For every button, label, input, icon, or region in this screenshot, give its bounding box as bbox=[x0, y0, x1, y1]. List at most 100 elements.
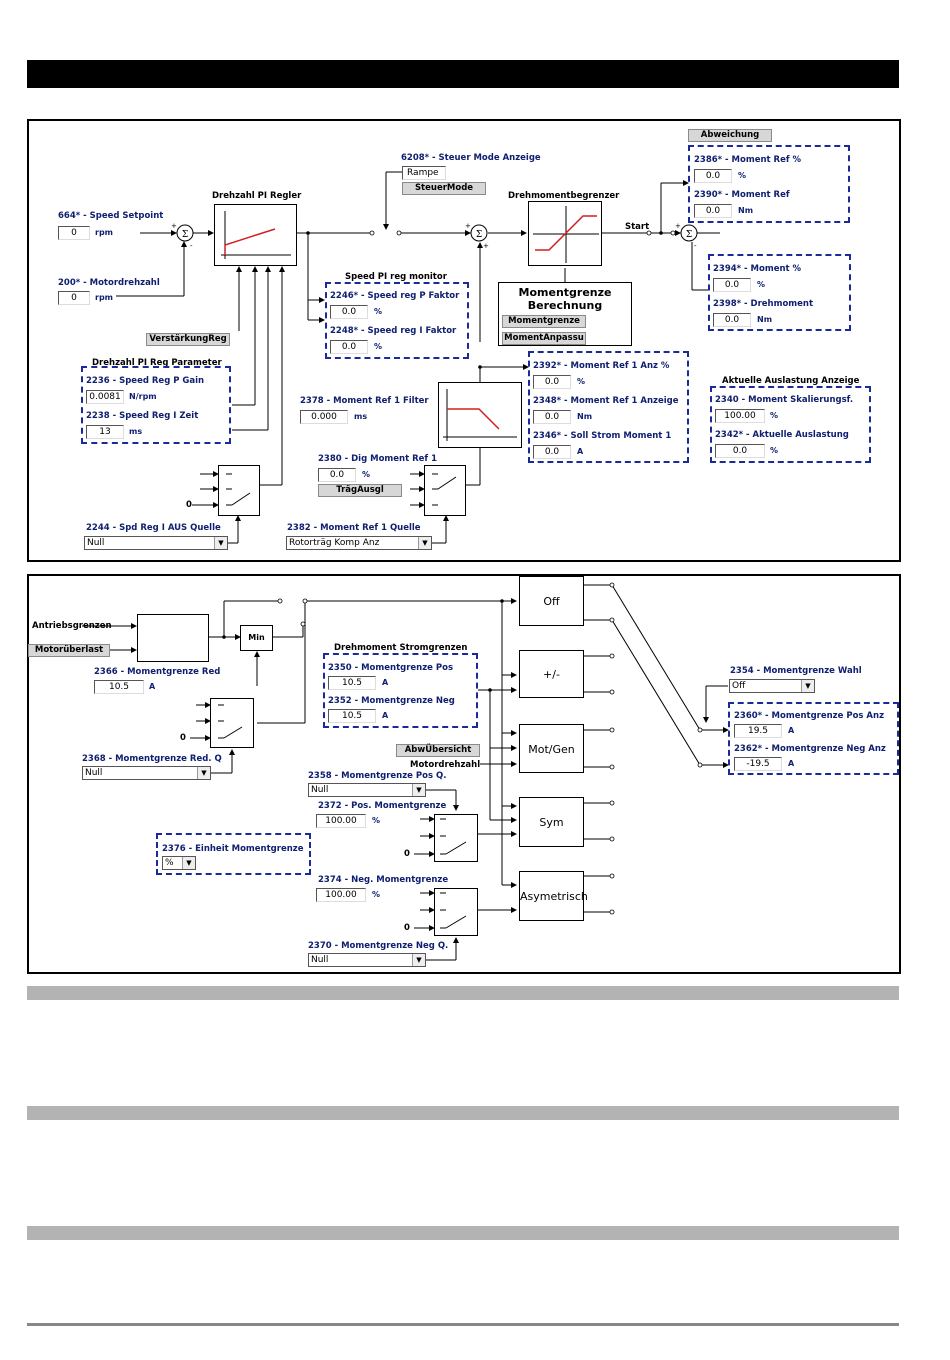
spd-reg-switch bbox=[218, 465, 260, 516]
pi-params-title: Drehzahl PI Reg Parameter bbox=[92, 358, 222, 368]
red-unit: A bbox=[149, 682, 156, 691]
mg-pos-unit: A bbox=[382, 678, 389, 687]
pos-q-value: Null bbox=[311, 785, 329, 795]
speed-setpoint-label: 664* - Speed Setpoint bbox=[58, 211, 164, 221]
mode-motgen-block: Mot/Gen bbox=[519, 724, 584, 773]
mg-pos-value[interactable]: 10.5 bbox=[328, 676, 376, 690]
stromgrenzen-group bbox=[323, 653, 478, 728]
pos-anz-label: 2360* - Momentgrenze Pos Anz bbox=[734, 711, 885, 721]
neg-anz-value[interactable]: -19.5 bbox=[734, 757, 782, 771]
mg-neg-value[interactable]: 10.5 bbox=[328, 709, 376, 723]
ref-quelle-value: Rotorträg Komp Anz bbox=[289, 538, 380, 548]
chevron-down-icon: ▼ bbox=[182, 857, 195, 869]
soll-strom-label: 2346* - Soll Strom Moment 1 bbox=[533, 431, 672, 441]
footer-rule bbox=[27, 1323, 899, 1326]
abwuebersicht-button[interactable]: AbwÜbersicht bbox=[396, 744, 480, 757]
wahl-label: 2354 - Momentgrenze Wahl bbox=[730, 666, 862, 676]
wahl-value: Off bbox=[732, 681, 746, 691]
i-zeit-value[interactable]: 13 bbox=[86, 425, 124, 439]
ref-quelle-select[interactable]: Rotorträg Komp Anz ▼ bbox=[286, 536, 432, 550]
ref-anzeige-value[interactable]: 0.0 bbox=[533, 410, 571, 424]
einheit-value: % bbox=[165, 858, 174, 868]
momentgrenze-button[interactable]: Momentgrenze bbox=[502, 315, 586, 328]
p-faktor-unit: % bbox=[374, 307, 383, 316]
filter-value[interactable]: 0.000 bbox=[300, 410, 348, 424]
antriebsgrenzen-label: Antriebsgrenzen bbox=[32, 621, 112, 631]
dig-ref-value[interactable]: 0.0 bbox=[318, 468, 356, 482]
spd-aus-value: Null bbox=[87, 538, 105, 548]
moment-pct-value[interactable]: 0.0 bbox=[713, 278, 751, 292]
speed-setpoint-value[interactable]: 0 bbox=[58, 226, 90, 240]
neg-mg-value[interactable]: 100.00 bbox=[316, 888, 366, 902]
moment-pct-unit: % bbox=[757, 280, 766, 289]
einheit-label: 2376 - Einheit Momentgrenze bbox=[162, 844, 304, 854]
neg-anz-label: 2362* - Momentgrenze Neg Anz bbox=[734, 744, 886, 754]
p-faktor-value[interactable]: 0.0 bbox=[330, 305, 368, 319]
einheit-group bbox=[156, 833, 311, 875]
moment-ref-pct-unit: % bbox=[738, 171, 747, 180]
wahl-select[interactable]: Off▼ bbox=[729, 679, 815, 693]
pi-curve bbox=[221, 211, 291, 259]
mg-calc-title2: Berechnung bbox=[527, 299, 603, 312]
ref-quelle-label: 2382 - Moment Ref 1 Quelle bbox=[287, 523, 421, 533]
soll-strom-value[interactable]: 0.0 bbox=[533, 445, 571, 459]
neg-mg-label: 2374 - Neg. Momentgrenze bbox=[318, 875, 449, 885]
motorueberlast-button[interactable]: Motorüberlast bbox=[28, 644, 110, 657]
dig-ref-unit: % bbox=[362, 470, 371, 479]
verstaerkung-button[interactable]: VerstärkungReg bbox=[146, 333, 230, 346]
drehmoment-unit: Nm bbox=[757, 315, 773, 324]
motordrehzahl-value[interactable]: 0 bbox=[58, 291, 90, 305]
pi-regler-block bbox=[214, 204, 297, 266]
abweichung-button[interactable]: Abweichung bbox=[688, 129, 772, 142]
moment-ref-value[interactable]: 0.0 bbox=[694, 204, 732, 218]
pos-q-select[interactable]: Null▼ bbox=[308, 783, 426, 797]
traegausgl-button[interactable]: TrägAusgl bbox=[318, 484, 402, 497]
ref-anzeige-label: 2348* - Moment Ref 1 Anzeige bbox=[533, 396, 679, 406]
ref-anz-pct-value[interactable]: 0.0 bbox=[533, 375, 571, 389]
moment-ref-label: 2390* - Moment Ref bbox=[694, 190, 790, 200]
neg-q-value: Null bbox=[311, 955, 329, 965]
moment-group bbox=[708, 254, 851, 331]
red-q-label: 2368 - Momentgrenze Red. Q bbox=[82, 754, 222, 764]
skalierung-value[interactable]: 100.00 bbox=[715, 409, 765, 423]
pos-switch-zero: 0 bbox=[404, 849, 410, 859]
header-bar bbox=[27, 60, 899, 88]
auslastung-value[interactable]: 0.0 bbox=[715, 444, 765, 458]
pi-regler-title: Drehzahl PI Regler bbox=[212, 191, 302, 201]
mg-pos-label: 2350 - Momentgrenze Pos bbox=[328, 663, 454, 673]
moment-ref-pct-value[interactable]: 0.0 bbox=[694, 169, 732, 183]
momentanpassu-button[interactable]: MomentAnpassu bbox=[502, 332, 586, 345]
steuer-mode-value[interactable]: Rampe bbox=[402, 166, 446, 180]
pos-mg-value[interactable]: 100.00 bbox=[316, 814, 366, 828]
pos-mg-label: 2372 - Pos. Momentgrenze bbox=[318, 801, 447, 811]
einheit-select[interactable]: %▼ bbox=[162, 856, 196, 870]
section-bar-2 bbox=[27, 1106, 899, 1120]
spd-aus-label: 2244 - Spd Reg I AUS Quelle bbox=[86, 523, 221, 533]
neg-q-select[interactable]: Null ▼ bbox=[308, 953, 426, 967]
neg-anz-unit: A bbox=[788, 759, 795, 768]
chevron-down-icon: ▼ bbox=[412, 954, 425, 966]
red-q-value: Null bbox=[85, 768, 103, 778]
p-gain-value[interactable]: 0.0081 bbox=[86, 390, 124, 404]
begrenzer-block bbox=[528, 201, 602, 266]
i-faktor-value[interactable]: 0.0 bbox=[330, 340, 368, 354]
steuer-mode-button[interactable]: SteuerMode bbox=[402, 182, 486, 195]
chevron-down-icon: ▼ bbox=[418, 537, 431, 549]
section-bar-3 bbox=[27, 1226, 899, 1240]
red-q-select[interactable]: Null▼ bbox=[82, 766, 211, 780]
speed-control-diagram bbox=[27, 119, 901, 562]
pos-mg-unit: % bbox=[372, 816, 381, 825]
dig-ref-label: 2380 - Dig Moment Ref 1 bbox=[318, 454, 437, 464]
torque-limit-diagram bbox=[27, 574, 901, 974]
pi-monitor-group bbox=[325, 282, 469, 359]
red-value[interactable]: 10.5 bbox=[94, 680, 144, 694]
pos-anz-value[interactable]: 19.5 bbox=[734, 724, 782, 738]
min-block: Min bbox=[240, 625, 273, 651]
motordrehzahl-unit: rpm bbox=[95, 293, 114, 302]
soll-strom-unit: A bbox=[577, 447, 584, 456]
red-switch bbox=[210, 698, 254, 748]
start-label: Start bbox=[625, 222, 650, 232]
spd-aus-select[interactable]: Null▼ bbox=[84, 536, 228, 550]
drehmoment-value[interactable]: 0.0 bbox=[713, 313, 751, 327]
moment-ref-pct-label: 2386* - Moment Ref % bbox=[694, 155, 802, 165]
